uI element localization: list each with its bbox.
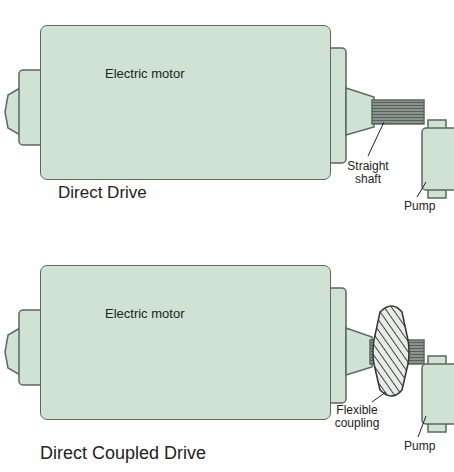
flexible-coupling bbox=[373, 306, 409, 396]
figure-caption: Direct Drive bbox=[58, 184, 147, 202]
part-label: Pump bbox=[404, 440, 435, 453]
figure-caption: Direct Coupled Drive bbox=[40, 444, 206, 463]
motor-label: Electric motor bbox=[105, 306, 330, 321]
shaft-hub bbox=[346, 328, 372, 375]
straight-shaft bbox=[372, 100, 424, 124]
leader-line bbox=[417, 182, 426, 197]
part-label: Pump bbox=[404, 200, 435, 213]
motor-body: Electric motor bbox=[40, 25, 331, 180]
motor-label: Electric motor bbox=[105, 66, 330, 81]
leader-line bbox=[372, 392, 386, 402]
pump-body bbox=[422, 128, 454, 190]
leader-line bbox=[418, 416, 426, 437]
end-cap bbox=[5, 328, 20, 375]
leader-line bbox=[368, 122, 384, 156]
end-cap bbox=[5, 88, 20, 135]
part-label: Straight shaft bbox=[336, 160, 400, 185]
shaft-hub bbox=[346, 88, 374, 135]
part-label: Flexible coupling bbox=[320, 404, 394, 429]
pump-body bbox=[422, 364, 454, 424]
motor-body: Electric motor bbox=[40, 265, 331, 420]
